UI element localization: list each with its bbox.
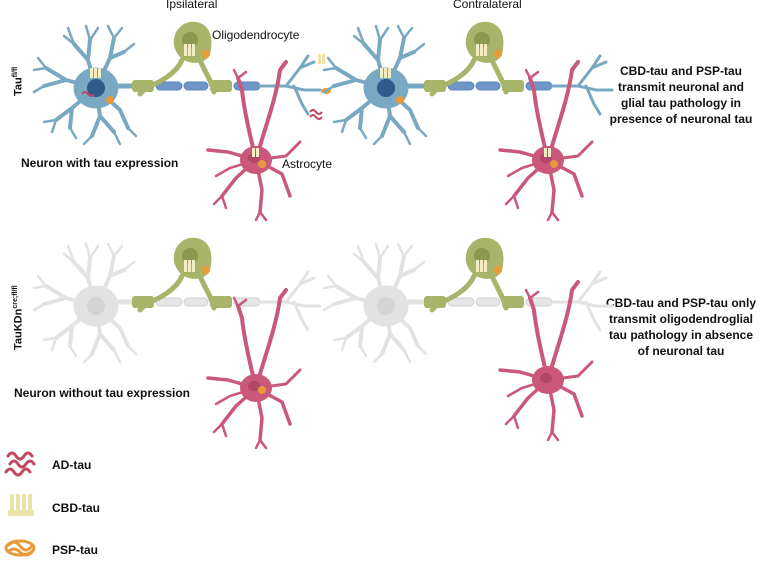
row2-contralateral-panel bbox=[322, 238, 614, 442]
neuron-without-tau-caption: Neuron without tau expression bbox=[14, 386, 191, 400]
neuron-nucleus bbox=[87, 79, 105, 97]
summary-row-2: CBD-tau and PSP-tau only transmit oligod… bbox=[606, 296, 757, 358]
axon-terminal-row1-ipsi bbox=[258, 54, 322, 116]
legend-cbd-tau-label: CBD-tau bbox=[52, 501, 100, 515]
seed-ad-tau bbox=[309, 109, 323, 120]
oligodendrocyte-label: Oligodendrocyte bbox=[212, 28, 300, 42]
astrocyte-row2-ipsi bbox=[206, 288, 302, 450]
legend-psp-tau-label: PSP-tau bbox=[52, 543, 99, 557]
contralateral-header: Contralateral bbox=[453, 0, 522, 11]
row1-ipsilateral-panel bbox=[32, 22, 331, 222]
psp-tau-icon bbox=[4, 539, 36, 557]
ad-tau-icon bbox=[4, 451, 36, 477]
neuron-with-tau-caption: Neuron with tau expression bbox=[21, 156, 179, 170]
astrocyte-label: Astrocyte bbox=[282, 157, 333, 171]
cbd-tau-icon bbox=[8, 494, 34, 516]
seed-cbd-tau bbox=[318, 54, 325, 64]
row2-ipsilateral-panel bbox=[32, 238, 322, 450]
legend-ad-tau-label: AD-tau bbox=[52, 458, 92, 472]
summary-row-1: CBD-tau and PSP-tau transmit neuronal an… bbox=[609, 64, 753, 126]
row1-contralateral-panel bbox=[322, 22, 614, 222]
ipsilateral-header: Ipsilateral bbox=[166, 0, 218, 11]
